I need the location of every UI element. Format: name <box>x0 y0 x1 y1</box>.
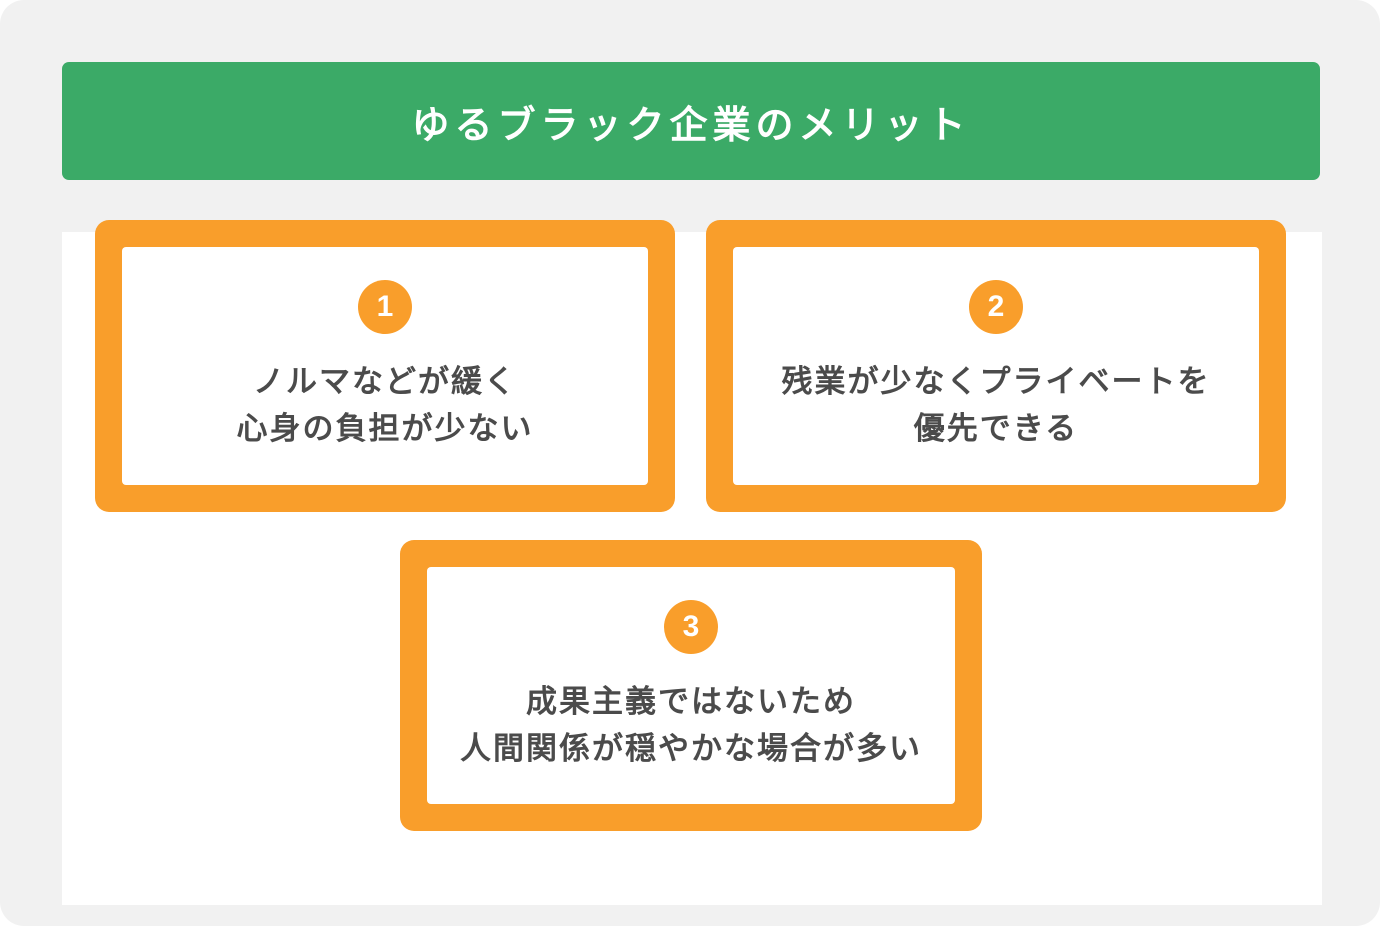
number-badge-3: 3 <box>664 599 718 654</box>
merit-card-2: 2 残業が少なくプライベートを 優先できる <box>706 220 1286 512</box>
card-text-line: 残業が少なくプライベートを <box>781 364 1211 399</box>
card-text-line: 成果主義ではないため <box>526 683 856 719</box>
page-title: ゆるブラック企業のメリット <box>411 104 971 147</box>
merit-card-3-text: 成果主義ではないため 人間関係が穏やかな場合が多い <box>460 678 922 772</box>
card-text-line: 優先できる <box>913 411 1079 446</box>
header-banner: ゆるブラック企業のメリット <box>62 62 1320 180</box>
merit-card-2-body: 2 残業が少なくプライベートを 優先できる <box>733 247 1259 485</box>
number-badge-2: 2 <box>969 280 1023 334</box>
merit-card-1-body: 1 ノルマなどが緩く 心身の負担が少ない <box>122 247 648 485</box>
merit-card-1-text: ノルマなどが緩く 心身の負担が少ない <box>237 358 534 452</box>
merit-card-3-body: 3 成果主義ではないため 人間関係が穏やかな場合が多い <box>427 567 955 804</box>
merit-card-2-text: 残業が少なくプライベートを 優先できる <box>782 358 1211 452</box>
number-badge-1: 1 <box>358 280 412 334</box>
card-text-line: ノルマなどが緩く <box>253 364 517 399</box>
card-text-line: 人間関係が穏やかな場合が多い <box>460 730 922 766</box>
merit-card-3: 3 成果主義ではないため 人間関係が穏やかな場合が多い <box>400 540 982 831</box>
merit-card-1: 1 ノルマなどが緩く 心身の負担が少ない <box>95 220 675 512</box>
card-text-line: 心身の負担が少ない <box>236 411 534 446</box>
